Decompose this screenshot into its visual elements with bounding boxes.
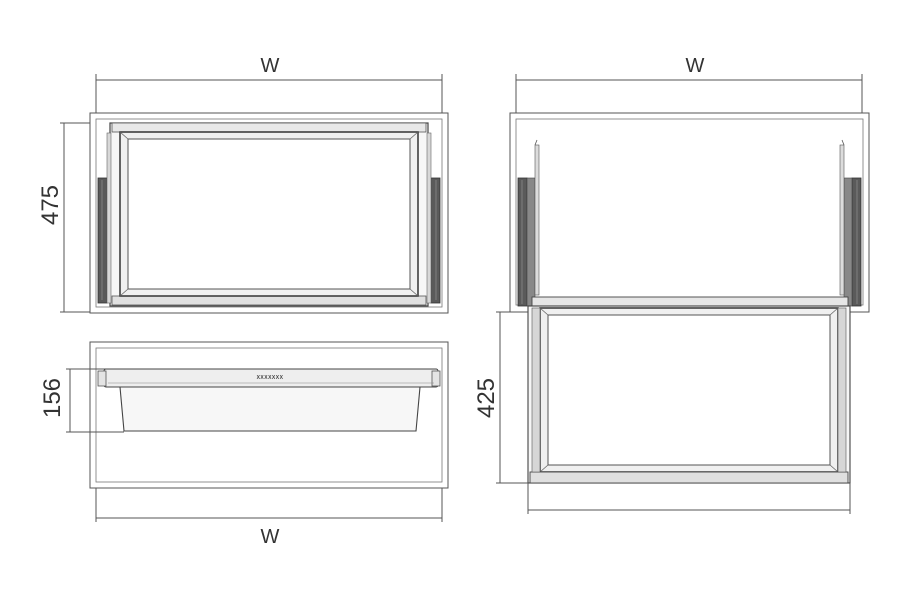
cabinet-inner-outline <box>95 118 443 308</box>
right-runner <box>426 132 441 304</box>
extended-view-width-label: W <box>686 55 705 77</box>
top-view-width-label: W <box>261 55 280 77</box>
extended-view-extension-dimension <box>496 311 528 484</box>
front-view: 156 ХXXXXXX W <box>39 341 449 548</box>
front-view-height-dimension <box>66 368 124 433</box>
extended-view: W <box>473 55 870 514</box>
front-view-width-dimension <box>95 488 443 522</box>
drawer-body <box>119 386 421 432</box>
drawer-tray-inner <box>127 138 411 290</box>
extended-view-extension-label: 425 <box>473 378 500 418</box>
drawer-back-rail <box>111 122 427 133</box>
front-view-width-label: W <box>261 526 280 548</box>
top-view-width-dimension <box>95 74 443 114</box>
extended-left-runner <box>517 139 540 307</box>
extended-drawer-front-rail <box>529 471 849 484</box>
extended-drawer-tray-inner <box>547 314 831 466</box>
top-view-depth-label: 475 <box>37 185 64 225</box>
extended-cabinet-outline <box>509 112 870 313</box>
left-runner <box>97 132 112 304</box>
front-cabinet-inner-outline <box>95 347 443 483</box>
brand-mark: ХXXXXXX <box>257 375 284 381</box>
extended-drawer-width-dimension <box>527 483 851 514</box>
front-view-height-label: 156 <box>39 378 66 418</box>
extended-view-width-dimension <box>515 74 863 114</box>
top-view: W 475 <box>37 55 449 314</box>
drawer-front-rail <box>111 295 427 306</box>
